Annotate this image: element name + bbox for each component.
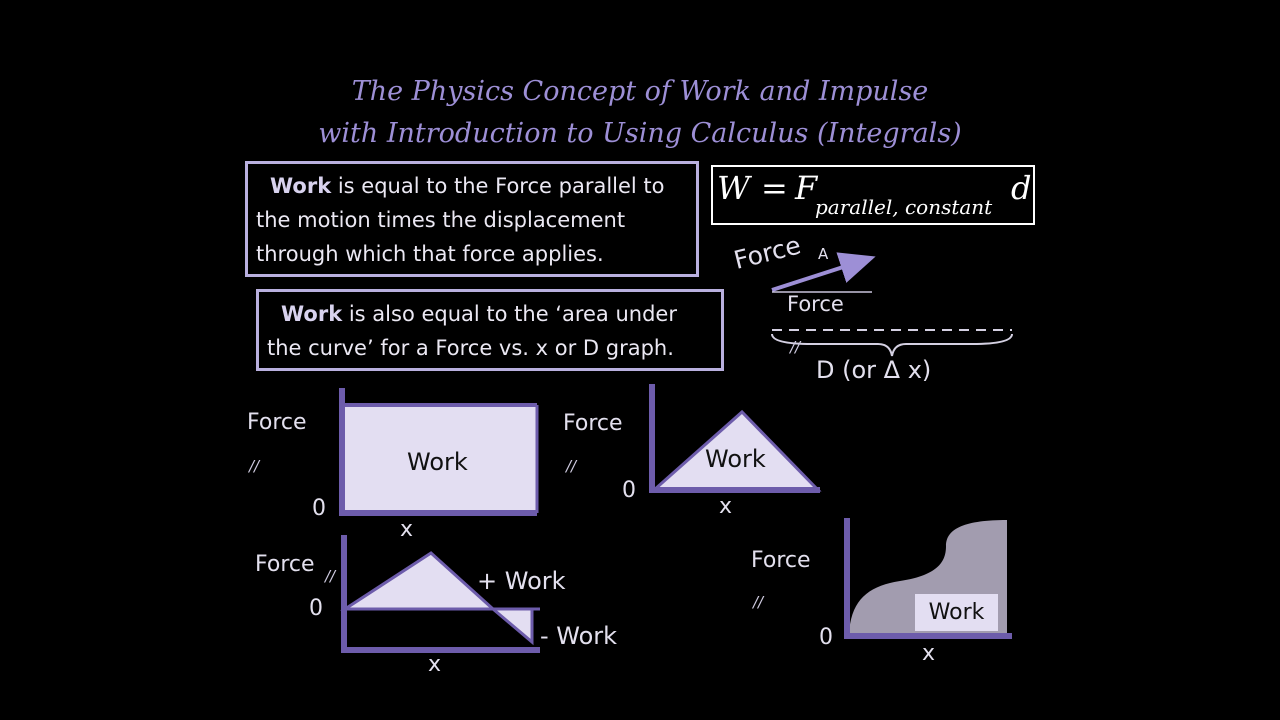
definition-box-2: Work is also equal to the ‘area under th… (256, 289, 724, 371)
graph-rect-y-label: Force (247, 410, 307, 435)
definition-2-text: is also equal to the ‘area under the cur… (267, 302, 677, 360)
graph-triangle-parallel: // (566, 457, 577, 475)
definition-1-text: is equal to the Force parallel to the mo… (256, 174, 665, 266)
graph-triangle-x-label: x (719, 494, 733, 519)
definition-2-bold: Work (281, 302, 343, 326)
graph-rect-work-label: Work (407, 448, 468, 476)
definition-box-1: Work is equal to the Force parallel to t… (245, 161, 699, 277)
displacement-label: D (or Δ x) (816, 356, 932, 384)
graph-posneg-positive-label: + Work (477, 567, 566, 595)
formula-subscript: parallel, constant (815, 195, 993, 219)
force-arrow-icon (771, 252, 876, 292)
force-sub-a: A (818, 245, 829, 263)
graph-triangle-work-label: Work (705, 445, 766, 473)
rect-work-area (343, 405, 537, 513)
force-parallel-label: Force (787, 292, 844, 316)
graph-triangle-y-label: Force (563, 411, 623, 436)
graph-curve-x-label: x (922, 641, 936, 666)
graph-posneg-y-label: Force (255, 552, 315, 577)
formula-d: d (1011, 169, 1032, 207)
graph-posneg-x-label: x (428, 652, 442, 677)
formula-equals: = (761, 169, 788, 207)
graph-posneg-negative-label: - Work (540, 622, 618, 650)
graph-rect-origin: 0 (312, 496, 326, 521)
graph-rect-x-label: x (400, 517, 414, 542)
graph-posneg-origin: 0 (309, 596, 323, 621)
work-formula: W = F parallel, constant d (711, 165, 1035, 225)
title-line-2: with Introduction to Using Calculus (Int… (318, 118, 962, 149)
graph-triangle-origin: 0 (622, 478, 636, 503)
graph-curve-y-label: Force (751, 548, 811, 573)
title-line-1: The Physics Concept of Work and Impulse (351, 76, 929, 107)
force-parallel-mark: // (790, 338, 801, 356)
formula-w: W (717, 169, 750, 207)
graph-posneg-parallel: // (325, 567, 336, 585)
formula-f: F (795, 169, 818, 207)
displacement-brace-icon (771, 333, 1013, 357)
graph-curve-parallel: // (753, 593, 764, 611)
graph-rect-parallel: // (249, 457, 260, 475)
graph-curve-work-label: Work (915, 594, 998, 631)
definition-1-bold: Work (270, 174, 332, 198)
graph-curve-origin: 0 (819, 625, 833, 650)
